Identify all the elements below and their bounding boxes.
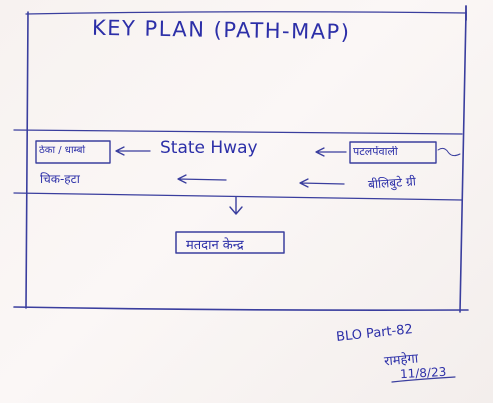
diagram-title: KEY PLAN (PATH-MAP)	[91, 15, 351, 45]
arrow-to-road	[315, 147, 347, 157]
signature-underline	[391, 376, 456, 383]
road-top-line	[13, 129, 463, 135]
arrow-down	[229, 196, 243, 215]
left-place-label: ठेका / धाम्बो	[39, 145, 86, 156]
road-label: State Hway	[160, 138, 258, 158]
right-lower-label: बीलिबुटे ग्री	[367, 174, 417, 192]
left-place-box	[35, 140, 111, 164]
arrow-lower-left	[177, 174, 227, 184]
signature-date: 11/8/23	[399, 364, 447, 382]
right-place-label: पटलपेंवाली	[353, 146, 398, 157]
destination-label: मतदान केन्द्र	[186, 238, 244, 253]
frame-left-edge	[25, 11, 29, 309]
frame-right-edge	[459, 11, 467, 313]
arrow-lower-right	[299, 178, 345, 188]
left-lower-label: चिक-हटा	[40, 172, 80, 186]
frame-bottom-edge	[13, 306, 469, 311]
destination-box	[175, 231, 285, 254]
right-box-scribble	[437, 147, 461, 157]
frame-top-edge	[25, 11, 467, 15]
arrow-to-left-box	[115, 146, 151, 156]
road-bottom-line	[13, 192, 463, 201]
right-place-box	[349, 141, 437, 164]
